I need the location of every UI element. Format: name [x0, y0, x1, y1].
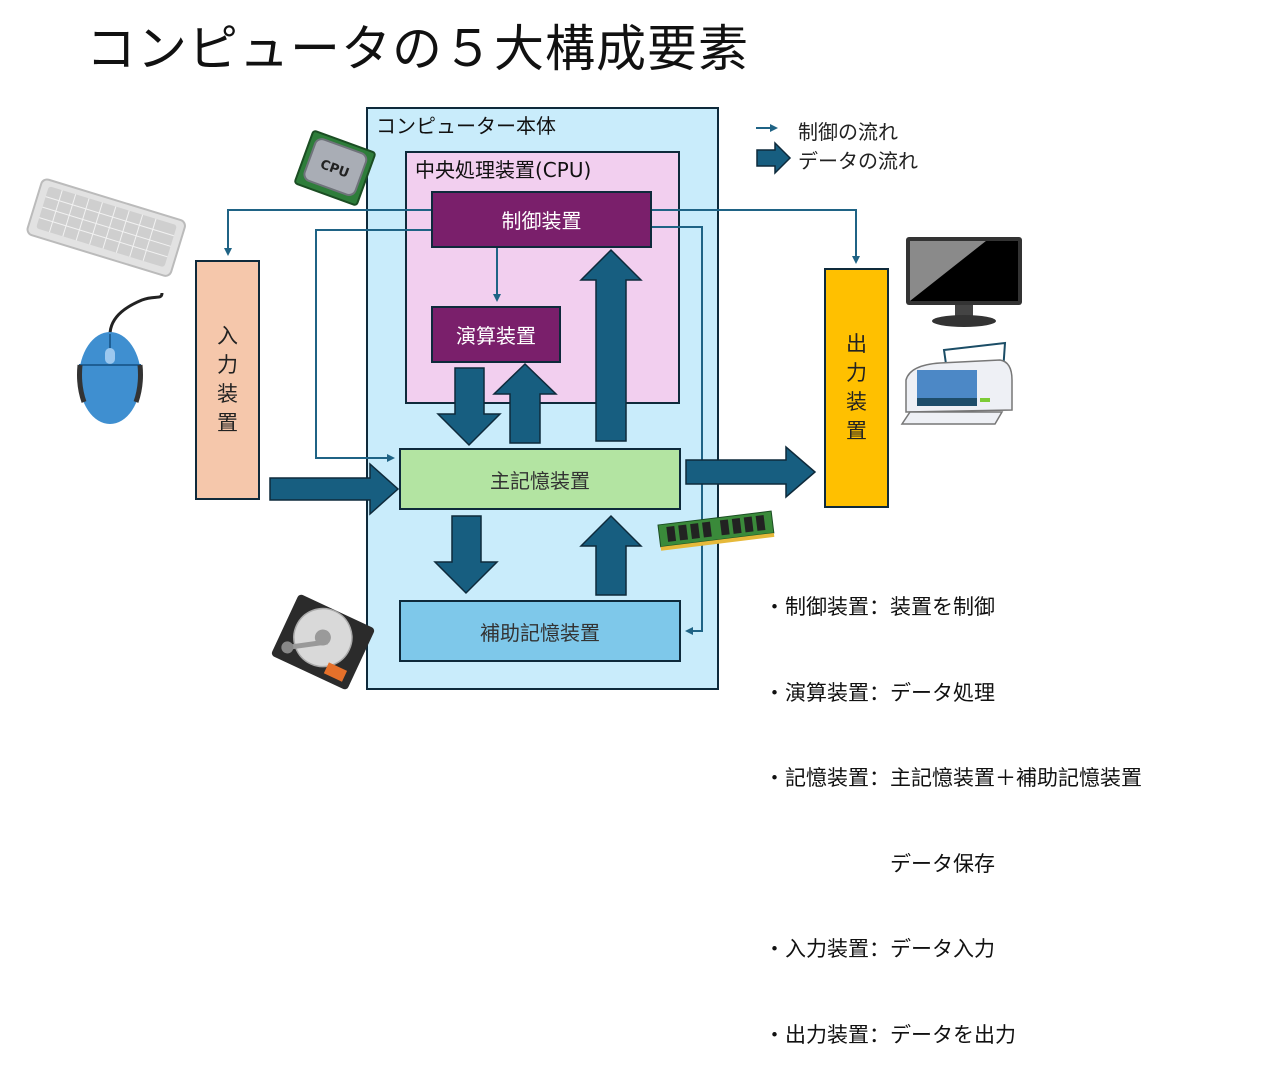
slide-title: コンピュータの５大構成要素 [86, 20, 749, 78]
legend-control-flow-label: 制御の流れ [798, 120, 898, 144]
data-arrow-aux-to-memory [579, 514, 643, 596]
control-unit: 制御装置 [431, 191, 652, 248]
control-line-to-main-memory [315, 229, 431, 462]
auxiliary-memory-unit: 補助記憶装置 [399, 600, 681, 662]
auxiliary-memory-label: 補助記憶装置 [480, 620, 600, 645]
computer-body-label: コンピューター本体 [376, 114, 556, 138]
cpu-chip-icon: CPU [294, 130, 376, 206]
printer-icon [900, 341, 1013, 425]
mouse-icon [77, 292, 164, 424]
output-char: 装 [846, 390, 867, 414]
arithmetic-unit-label: 演算装置 [456, 324, 536, 348]
control-line-to-output [652, 209, 860, 264]
description-item: ・入力装置：データ入力 [764, 937, 995, 961]
main-memory-unit: 主記憶装置 [399, 448, 681, 510]
data-arrow-alu-to-memory [436, 367, 502, 447]
data-arrow-memory-to-control [579, 248, 643, 442]
arithmetic-unit: 演算装置 [431, 306, 561, 363]
description-item: ・記憶装置：主記憶装置＋補助記憶装置 [764, 766, 1142, 790]
unit-descriptions: ・制御装置：装置を制御 ・演算装置：データ処理 ・記憶装置：主記憶装置＋補助記憶… [764, 536, 1142, 1078]
description-item: ・出力装置：データを出力 [764, 1022, 1016, 1047]
keyboard-icon [26, 178, 186, 277]
data-arrow-input-to-memory [269, 462, 400, 516]
description-item: ・演算装置：データ処理 [764, 680, 995, 705]
memory-module-icon [657, 510, 775, 551]
output-char: 出 [846, 332, 867, 356]
hard-disk-icon [271, 594, 375, 690]
input-device-unit: 入 力 装 置 [195, 260, 260, 500]
flow-overlay: CPU [26, 124, 1022, 690]
description-item: ・制御装置：装置を制御 [764, 595, 995, 619]
control-line-to-input [224, 209, 431, 256]
data-arrow-memory-to-output [685, 445, 817, 499]
output-char: 置 [846, 419, 867, 443]
input-char: 入 [217, 324, 238, 348]
description-item: データ保存 [764, 851, 995, 876]
monitor-icon [906, 237, 1022, 327]
input-char: 力 [217, 353, 238, 377]
output-char: 力 [846, 361, 867, 385]
legend-data-flow-label: データの流れ [798, 149, 918, 173]
control-line-to-aux-memory [652, 226, 703, 635]
legend-data-arrow-icon [756, 141, 792, 175]
input-char: 装 [217, 382, 238, 406]
data-arrow-memory-to-aux [433, 515, 499, 595]
main-memory-label: 主記憶装置 [490, 468, 590, 493]
output-device-unit: 出 力 装 置 [824, 268, 889, 508]
cpu-label: 中央処理装置(CPU) [415, 158, 592, 182]
data-arrow-memory-to-alu [492, 362, 558, 444]
control-unit-label: 制御装置 [501, 209, 582, 233]
input-char: 置 [217, 411, 238, 435]
